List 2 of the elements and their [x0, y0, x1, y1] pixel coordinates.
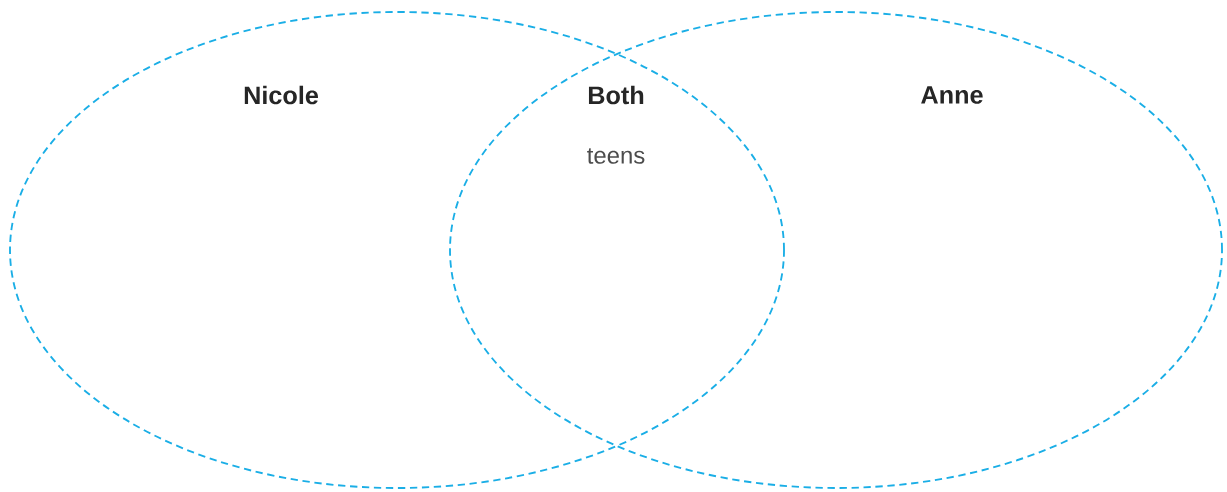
region-label: Both: [588, 85, 644, 105]
region-item: teens: [587, 148, 645, 164]
